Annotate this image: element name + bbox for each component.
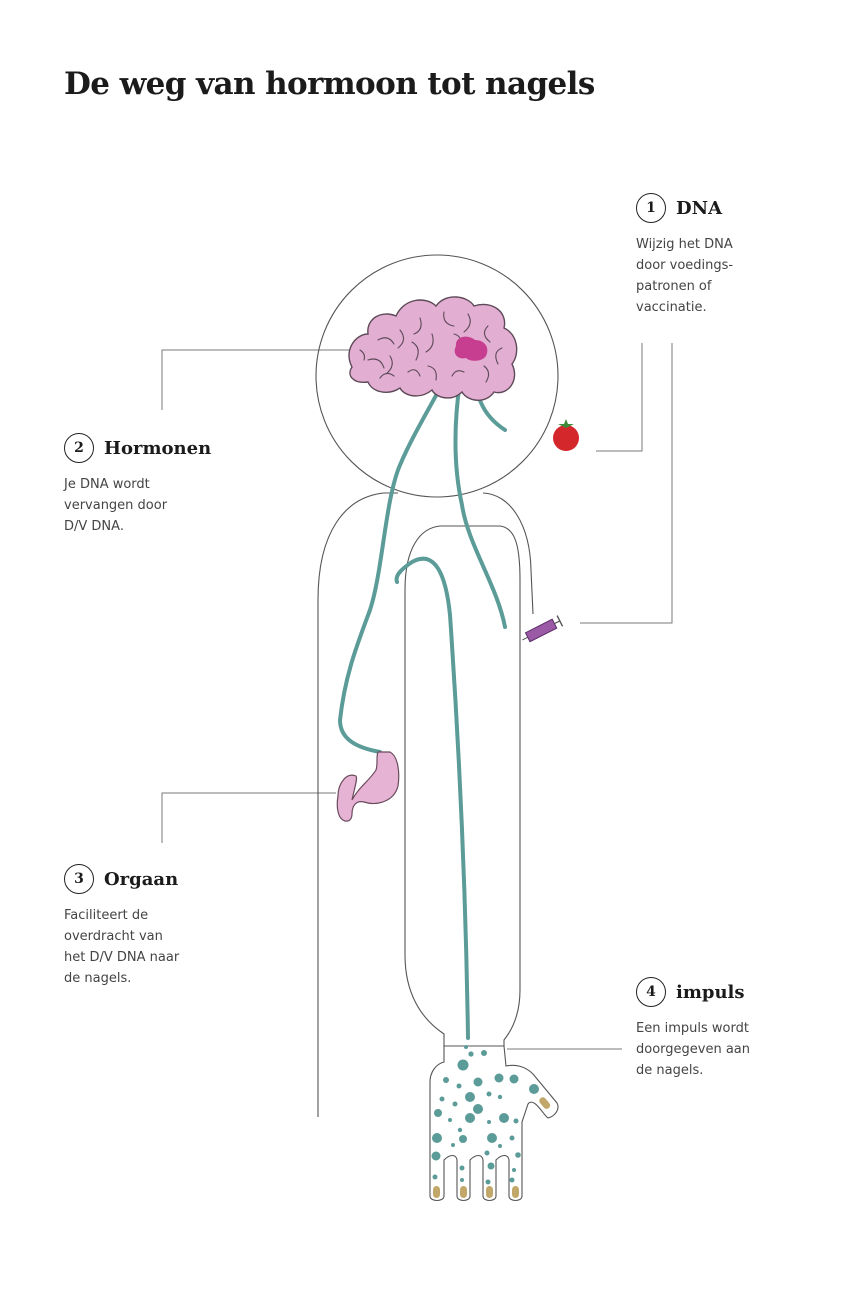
syringe-icon [522, 615, 564, 643]
step-description: Faciliteert de overdracht van het D/V DN… [64, 908, 180, 986]
step-number-badge: 2 [64, 433, 94, 463]
hand-outline [429, 1045, 559, 1202]
brain [348, 296, 518, 401]
head-outline [315, 254, 559, 498]
step-number-badge: 4 [636, 977, 666, 1007]
callout-line-orgaan [161, 792, 336, 843]
step-title: impuls [676, 981, 745, 1003]
tomato-icon [553, 419, 579, 451]
nail [539, 1097, 551, 1109]
nail [433, 1186, 440, 1198]
left-body-edge [317, 492, 398, 1117]
hypothalamus-gland [454, 336, 488, 361]
page-title: De weg van hormoon tot nagels [64, 66, 595, 102]
callout-line-dna-tomato [596, 343, 643, 452]
step-description: Je DNA wordt vervangen door D/V DNA. [64, 477, 168, 534]
step-description: Wijzig het DNA door voedings- patronen o… [636, 237, 734, 315]
step-title: DNA [676, 197, 723, 219]
impulse-dots [431, 1045, 539, 1185]
step-dna: 1 DNA Wijzig het DNA door voedings- patr… [636, 190, 816, 318]
callout-line-dna-syringe [580, 343, 673, 624]
body-outline [315, 254, 559, 1117]
step-number-badge: 3 [64, 864, 94, 894]
nail [486, 1186, 493, 1198]
nail [512, 1186, 519, 1198]
right-shoulder-edge [482, 492, 534, 615]
nail [460, 1186, 467, 1198]
nerve-to-syringe [453, 355, 507, 629]
stomach-icon [336, 751, 400, 822]
brain-shape [348, 296, 518, 401]
nerve-to-stomach [337, 352, 460, 754]
step-description: Een impuls wordt doorgegeven aan de nage… [636, 1021, 751, 1078]
step-title: Orgaan [104, 868, 179, 890]
arm-outline [404, 525, 521, 1046]
hand [429, 1045, 559, 1202]
step-title: Hormonen [104, 437, 212, 459]
step-orgaan: 3 Orgaan Faciliteert de overdracht van h… [64, 861, 244, 989]
nerve-to-hand [394, 556, 470, 1040]
step-impuls: 4 impuls Een impuls wordt doorgegeven aa… [636, 974, 826, 1081]
step-number-badge: 1 [636, 193, 666, 223]
nerve-paths [337, 352, 507, 1040]
step-hormonen: 2 Hormonen Je DNA wordt vervangen door D… [64, 430, 244, 537]
